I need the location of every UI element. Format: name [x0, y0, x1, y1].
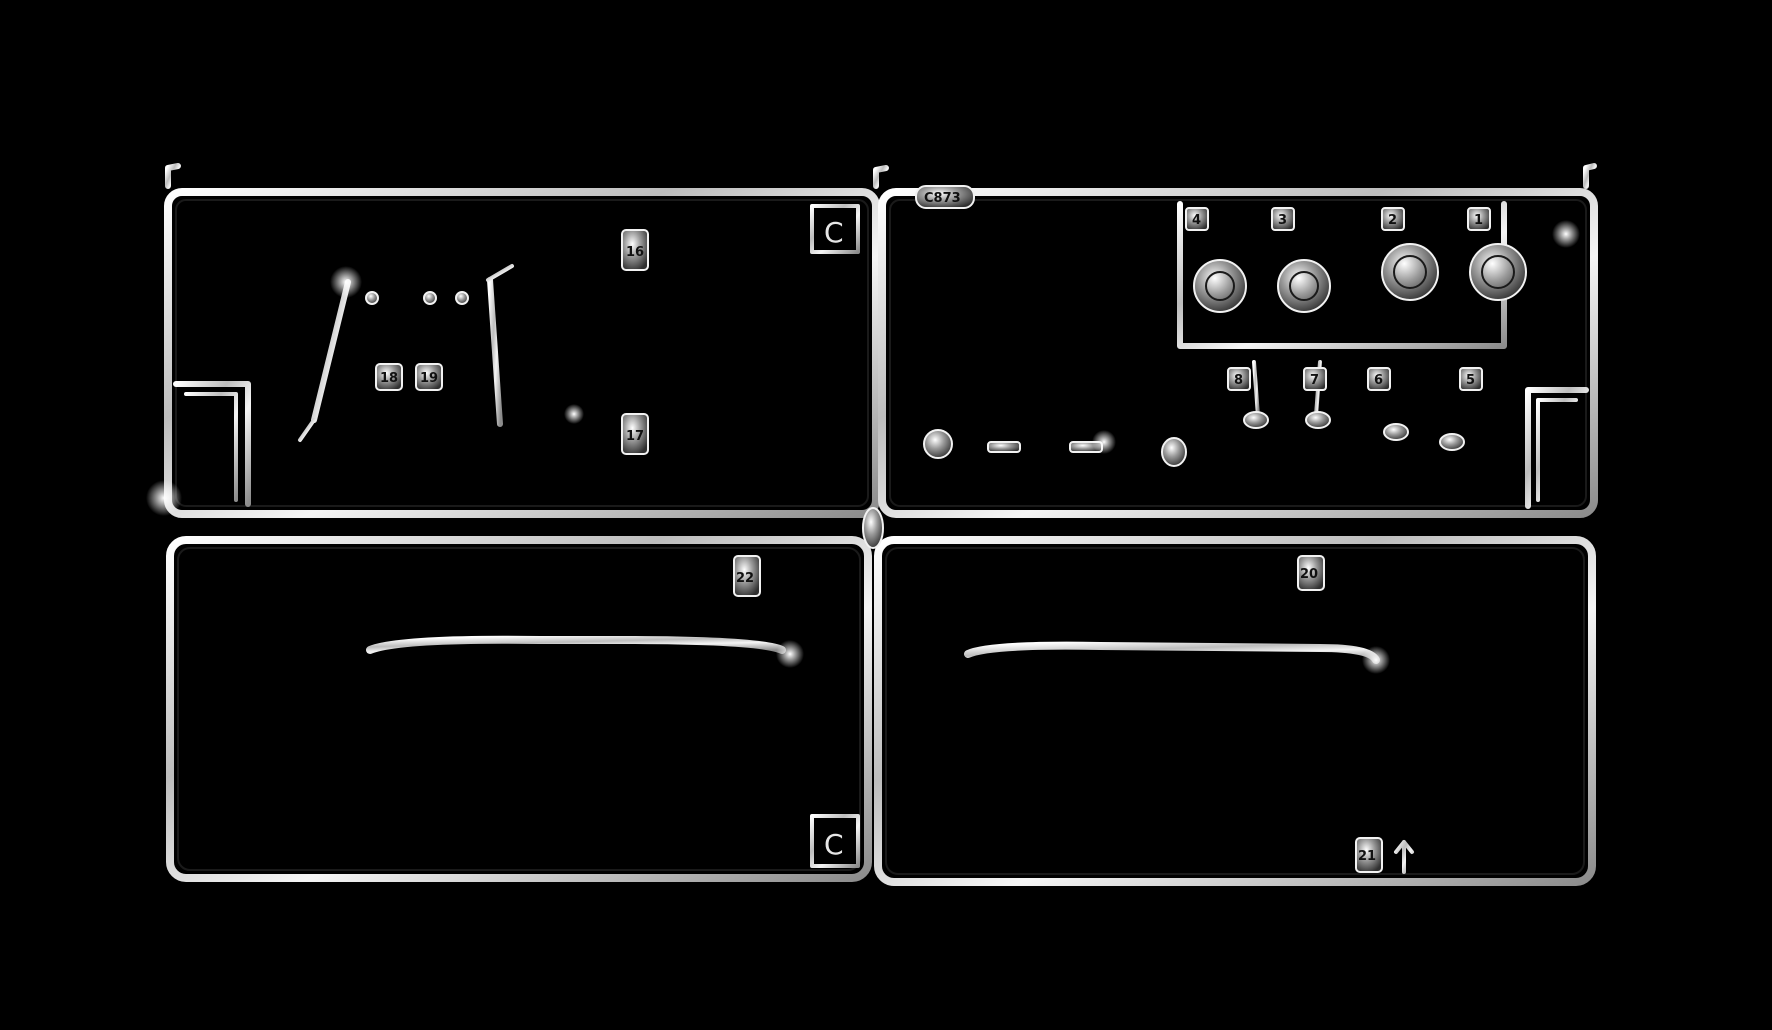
wheel-rim-parts: 4 3 2 1: [1177, 201, 1527, 349]
center-gate: [862, 169, 884, 879]
upper-left-frame: C: [164, 163, 880, 518]
sprue-code: C873: [924, 191, 961, 206]
part-number-19: 19: [420, 371, 438, 386]
part-number-18: 18: [380, 371, 398, 386]
upper-right-frame: C873: [873, 163, 1598, 518]
part-number-6: 6: [1374, 373, 1383, 388]
part-number-3: 3: [1278, 213, 1287, 228]
lower-left-frame: C: [166, 536, 872, 882]
light-glints: [146, 220, 1580, 674]
part-bumper-left: 22: [366, 549, 786, 654]
part-number-16: 16: [626, 245, 644, 260]
part-number-8: 8: [1234, 373, 1243, 388]
knob-parts: 8 7 6 5: [1219, 359, 1505, 451]
part-number-1: 1: [1474, 213, 1483, 228]
part-number-7: 7: [1310, 373, 1319, 388]
part-frame-assembly: 18 19: [298, 264, 514, 442]
lower-right-frame: [874, 536, 1596, 886]
part-number-21: 21: [1358, 849, 1376, 864]
part-number-4: 4: [1192, 213, 1201, 228]
mirror-parts: [923, 429, 1187, 511]
part-number-5: 5: [1466, 373, 1475, 388]
sprue-letter-upper: C: [824, 216, 844, 249]
part-number-22: 22: [736, 571, 754, 586]
sprue-letter-lower: C: [824, 828, 844, 861]
part-pins: 16 17: [575, 229, 649, 455]
part-number-17: 17: [626, 429, 644, 444]
part-number-2: 2: [1388, 213, 1397, 228]
part-number-20: 20: [1300, 567, 1318, 582]
